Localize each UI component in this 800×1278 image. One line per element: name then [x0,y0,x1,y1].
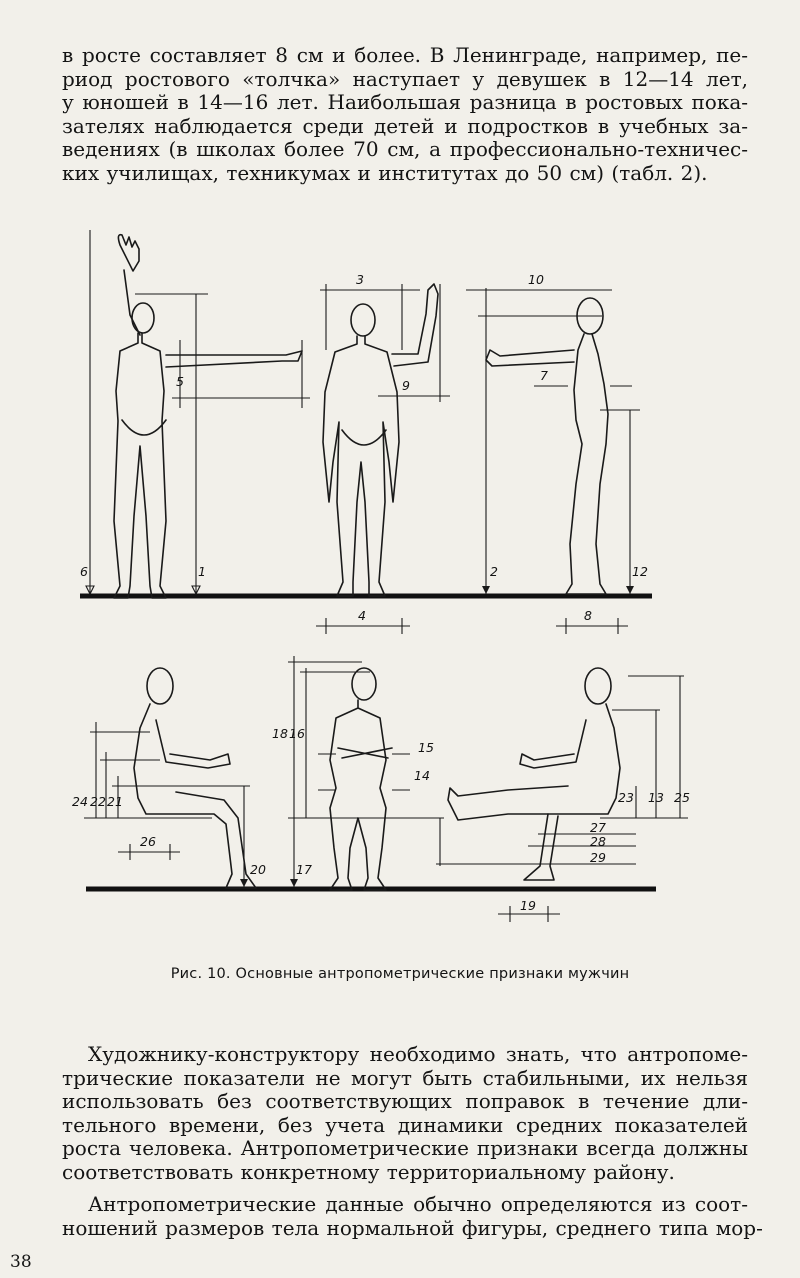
label-18: 18 [272,726,288,741]
label-17: 17 [296,862,312,877]
label-9: 9 [402,378,410,393]
text-line: в росте составляет 8 см и более. В Ленин… [62,43,748,67]
label-12: 12 [632,564,648,579]
anthropometric-figure: 6 1 5 3 9 4 10 7 2 12 8 24 22 21 26 20 1… [72,230,690,922]
label-8: 8 [584,608,592,623]
text-line: у юношей в 14—16 лет. Наибольшая разница… [62,90,748,115]
label-15: 15 [418,740,434,755]
label-20: 20 [250,862,266,877]
paragraph-top: в росте составляет 8 см и более. В Ленин… [62,43,748,186]
label-24: 24 [72,794,88,809]
figure-seated-right [436,667,688,922]
text-line: ношений размеров тела нормальной фигуры,… [62,1215,763,1240]
label-29: 29 [590,850,606,865]
label-14: 14 [414,768,430,783]
text-line: Антропометрические данные обычно определ… [88,1192,748,1216]
text-line: использовать без соответствующих поправо… [62,1089,748,1114]
label-21: 21 [107,794,123,809]
paragraph-bottom-2: Антропометрические данные обычно определ… [62,1192,763,1240]
text-line: Художнику-конструктору необходимо знать,… [88,1042,748,1066]
figure-standing-front [316,283,450,634]
label-27: 27 [590,820,606,835]
figure-caption: Рис. 10. Основные антропометрические при… [170,966,630,982]
label-2: 2 [490,564,498,579]
paragraph-bottom-1: Художнику-конструктору необходимо знать,… [62,1042,748,1185]
label-3: 3 [356,272,364,287]
label-25: 25 [674,790,690,805]
label-22: 22 [90,794,106,809]
figure-standing-side [466,288,640,634]
text-line: риод ростового «толчка» наступает у деву… [62,66,748,91]
label-5: 5 [176,374,184,389]
text-line: тельного времени, без учета динамики сре… [62,1112,748,1137]
label-28: 28 [590,834,606,849]
figure-seated-left [84,667,257,889]
text-line: роста человека. Антропометрические призн… [62,1136,748,1161]
label-26: 26 [140,834,156,849]
label-1: 1 [198,564,206,579]
label-19: 19 [520,898,536,913]
label-23: 23 [618,790,634,805]
label-10: 10 [528,272,544,287]
text-line: ведениях (в школах более 70 см, а профес… [62,137,748,162]
text-line: соответствовать конкретному территориаль… [62,1159,675,1184]
label-7: 7 [540,368,548,383]
text-line: ких училищах, техникумах и институтах до… [62,160,708,185]
text-line: трические показатели не могут быть стаби… [62,1065,748,1090]
figure-standing-arm-raised [85,230,310,599]
text-line: зателях наблюдается среди детей и подрос… [62,113,748,138]
label-4: 4 [358,608,366,623]
label-13: 13 [648,790,664,805]
figure-seated-front [288,656,444,891]
label-6: 6 [80,564,88,579]
page-number: 38 [10,1252,32,1272]
label-16: 16 [289,726,305,741]
